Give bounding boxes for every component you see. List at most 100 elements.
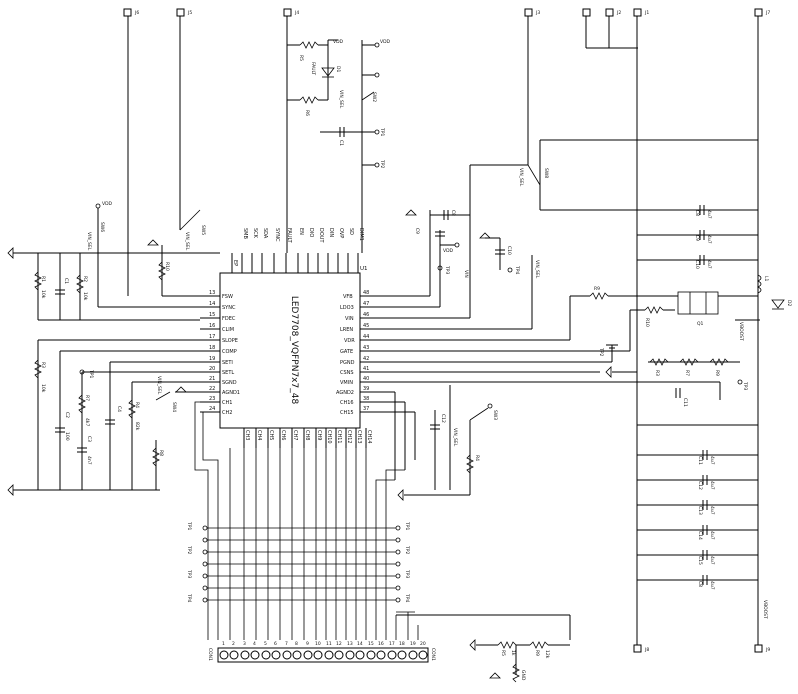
- test-point: [202, 585, 396, 591]
- svg-text:4u7: 4u7: [709, 531, 715, 540]
- svg-text:R4: R4: [134, 402, 140, 408]
- header-pins: [219, 650, 428, 660]
- svg-text:VFB: VFB: [343, 294, 353, 300]
- svg-text:SCK: SCK: [252, 228, 258, 239]
- svg-text:16: 16: [378, 641, 384, 647]
- svg-text:VIN_SEL: VIN_SEL: [338, 90, 344, 109]
- svg-text:R6: R6: [304, 110, 310, 116]
- svg-text:14: 14: [209, 301, 215, 307]
- svg-text:44: 44: [363, 334, 369, 340]
- svg-text:AGND2: AGND2: [336, 390, 354, 396]
- svg-text:41: 41: [363, 366, 369, 372]
- svg-text:45: 45: [363, 323, 369, 329]
- connector-j1: J1: [633, 8, 649, 645]
- svg-text:TP2: TP2: [186, 545, 192, 554]
- svg-text:18: 18: [399, 641, 405, 647]
- svg-text:13: 13: [209, 290, 215, 296]
- ic-top-pin: SCK: [251, 228, 258, 273]
- svg-text:7: 7: [285, 641, 288, 647]
- svg-text:FAULT: FAULT: [286, 228, 292, 244]
- svg-text:C3: C3: [86, 436, 92, 442]
- svg-text:R7: R7: [684, 370, 690, 376]
- top-connectors: J6 J5 J4 J3 J2 J1 J7: [123, 8, 770, 645]
- connector-j5: J5: [176, 8, 192, 230]
- ic-top-pin: DIO: [307, 228, 314, 273]
- svg-text:FDEC: FDEC: [222, 316, 236, 322]
- svg-text:4u7: 4u7: [706, 210, 712, 219]
- svg-text:C4: C4: [116, 406, 122, 412]
- svg-text:R9: R9: [594, 286, 600, 292]
- svg-text:GND: GND: [520, 670, 526, 681]
- svg-text:R2: R2: [82, 276, 88, 282]
- svg-text:SD: SD: [348, 228, 354, 235]
- svg-text:VBOOST: VBOOST: [738, 322, 744, 341]
- svg-text:D2: D2: [786, 300, 792, 306]
- svg-text:D1: D1: [335, 66, 341, 72]
- svg-text:R5: R5: [298, 55, 304, 61]
- svg-text:SDA: SDA: [262, 228, 268, 239]
- connector-j6: J6: [123, 8, 139, 296]
- svg-text:40: 40: [363, 376, 369, 382]
- svg-text:100: 100: [64, 432, 70, 441]
- svg-text:CH6: CH6: [280, 430, 286, 440]
- header-label-left: CON1: [207, 648, 213, 661]
- connector-j2: J2: [582, 8, 638, 49]
- svg-text:FAULT: FAULT: [310, 62, 316, 75]
- svg-text:EP: EP: [232, 260, 238, 266]
- svg-text:46: 46: [363, 312, 369, 318]
- test-point: [202, 561, 396, 567]
- ic-bottom-pin: CH12: [345, 428, 352, 448]
- svg-text:4k7: 4k7: [84, 418, 90, 426]
- svg-text:VIN_SEL: VIN_SEL: [184, 232, 190, 251]
- test-point: TP3: [395, 569, 410, 578]
- net-vboost-label: VBOOST: [762, 600, 768, 619]
- svg-text:SGND: SGND: [222, 380, 237, 386]
- svg-text:17: 17: [209, 334, 215, 340]
- svg-text:R7: R7: [84, 395, 90, 401]
- svg-text:SETL: SETL: [222, 370, 234, 376]
- svg-text:TP1: TP1: [88, 369, 94, 378]
- ic-bottom-pin: CH9: [315, 428, 322, 448]
- svg-text:CH2: CH2: [222, 410, 232, 416]
- svg-text:R3: R3: [654, 370, 660, 376]
- svg-text:VIN_SEL: VIN_SEL: [518, 168, 524, 187]
- svg-text:DIO: DIO: [308, 228, 314, 237]
- svg-text:6: 6: [274, 641, 277, 647]
- svg-text:4u7: 4u7: [709, 581, 715, 590]
- svg-text:8: 8: [295, 641, 298, 647]
- svg-text:CH8: CH8: [304, 430, 310, 440]
- svg-text:TP1: TP1: [186, 521, 192, 530]
- svg-text:C9: C9: [414, 228, 420, 234]
- bottom-resistor-network: R5 1k R9 12k GND: [469, 639, 570, 683]
- svg-text:C11: C11: [682, 398, 688, 407]
- svg-text:J3: J3: [535, 10, 540, 16]
- connector-j7: J7: [754, 8, 770, 645]
- ic-top-pin: DIM1: [357, 228, 364, 273]
- svg-text:VDD: VDD: [380, 39, 391, 45]
- svg-text:CH1: CH1: [222, 400, 232, 406]
- svg-text:9: 9: [306, 641, 309, 647]
- test-point: TP1: [395, 521, 410, 530]
- svg-text:C12: C12: [440, 414, 446, 423]
- svg-text:J8: J8: [644, 647, 649, 653]
- pin-header-con1: CON1 CON1 1 2 3 4 5 6 7 8 9 10 11 12 13 …: [207, 641, 436, 663]
- test-points-left: TP1 TP2 TP3 TP4: [186, 521, 396, 602]
- ic-top-pin: SD: [347, 228, 354, 273]
- svg-text:82k: 82k: [134, 422, 140, 431]
- svg-text:4u7: 4u7: [709, 556, 715, 565]
- ic-bottom-pin: CH13: [355, 428, 362, 448]
- svg-text:16: 16: [209, 323, 215, 329]
- svg-text:SETI: SETI: [222, 360, 233, 366]
- test-point: TP2: [395, 545, 410, 554]
- connector-j8: J8: [633, 644, 649, 653]
- svg-text:J1: J1: [644, 10, 649, 16]
